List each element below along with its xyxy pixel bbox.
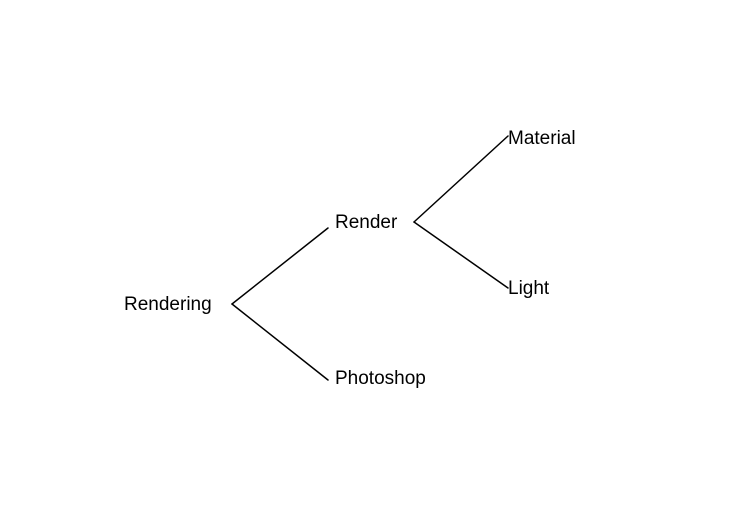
node-photoshop: Photoshop xyxy=(335,368,426,389)
edge-render-light xyxy=(413,221,509,289)
edge-rendering-render xyxy=(231,227,329,305)
node-material: Material xyxy=(508,128,576,149)
edge-render-material xyxy=(413,135,509,223)
edge-rendering-photoshop xyxy=(231,303,329,381)
node-light: Light xyxy=(508,278,550,299)
node-rendering: Rendering xyxy=(124,294,212,315)
node-render: Render xyxy=(335,212,398,233)
